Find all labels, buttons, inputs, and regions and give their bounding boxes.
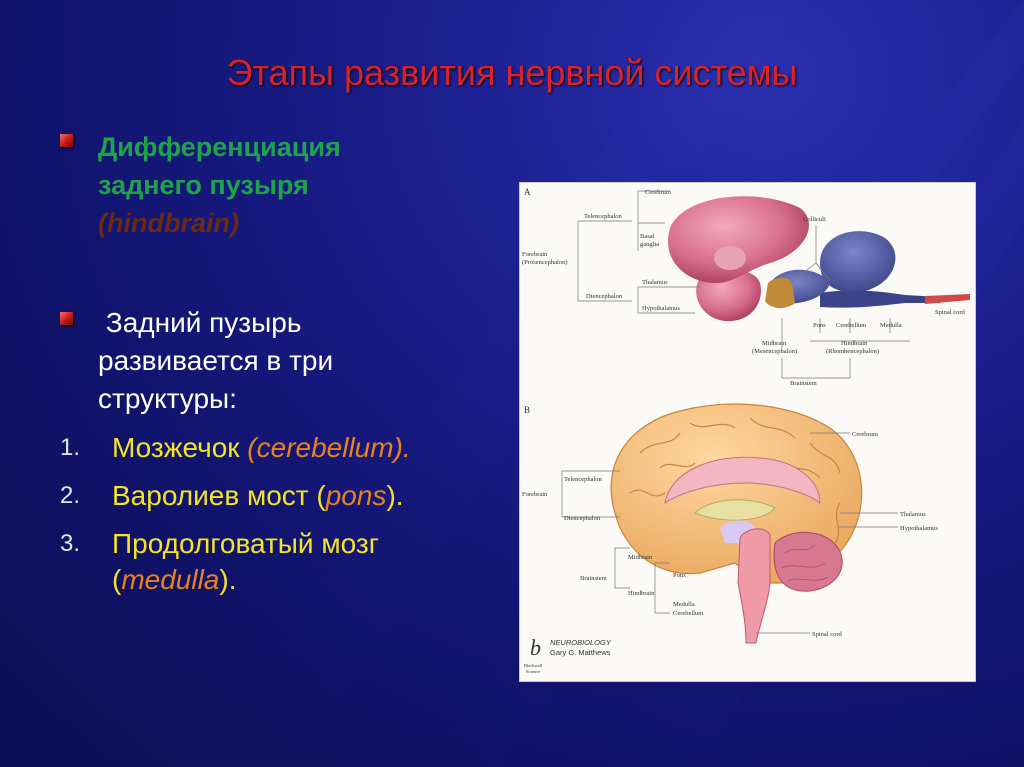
label-rhombencephalon: (Rhombencephalon) <box>826 348 879 355</box>
label-cerebellum-b: Cerebellum <box>673 610 703 617</box>
credit-title: NEUROBIOLOGY <box>550 638 612 647</box>
label-hypothalamus-b: Hypothalamus <box>900 525 938 532</box>
publisher-logo: b Blackwell Science <box>524 635 543 674</box>
label-hindbrain-a: Hindbrain <box>841 340 868 347</box>
label-pons-a: Pons <box>813 322 826 329</box>
list-item-latin: (cerebellum). <box>247 432 411 463</box>
list-number: 3. <box>60 530 81 557</box>
bullet1-line2: заднего пузыря <box>98 170 309 200</box>
list-item-ru: Варолиев мост ( <box>112 480 326 511</box>
list-number: 2. <box>60 482 81 509</box>
bullet-three-structures: Задний пузырь развивается в три структур… <box>60 304 500 418</box>
bullet1-line1: Дифференциация <box>98 132 341 162</box>
label-brainstem-a: Brainstem <box>790 380 817 387</box>
brain-diagram: A Cerebrum Telencephalon Basal ganglia F… <box>522 187 970 674</box>
bullet-square-icon <box>60 134 73 147</box>
label-hindbrain-b: Hindbrain <box>628 590 655 597</box>
svg-text:Science: Science <box>526 669 540 674</box>
label-cerebrum-a: Cerebrum <box>645 189 671 196</box>
slide-title: Этапы развития нервной системы <box>226 52 798 93</box>
label-medulla-a: Medulla <box>880 322 902 329</box>
list-number: 1. <box>60 434 81 461</box>
svg-text:b: b <box>530 635 541 660</box>
panel-b-label: B <box>524 405 530 415</box>
panel-a-label: A <box>524 187 531 197</box>
label-hypothalamus-a: Hypothalamus <box>642 305 680 312</box>
label-forebrain-b: Forebrain <box>522 491 548 498</box>
bullet1-line3: (hindbrain) <box>98 208 239 238</box>
label-midbrain-b: Midbrain <box>628 554 653 561</box>
label-mesencephalon: (Mesencephalon) <box>752 348 797 355</box>
bullet2-line3: структуры: <box>98 383 237 414</box>
list-item-ru: Мозжечок <box>112 432 248 463</box>
label-diencephalon-b: Diencephalon <box>564 515 601 522</box>
label-cerebrum-b: Cerebrum <box>852 431 878 438</box>
list-item: 1. Мозжечок (cerebellum). <box>60 430 520 478</box>
label-brainstem-b: Brainstem <box>580 575 607 582</box>
label-telencephalon-b: Telencephalon <box>564 476 603 483</box>
label-midbrain-a: Midbrain <box>762 340 787 347</box>
label-thalamus-a: Thalamus <box>642 279 668 286</box>
label-diencephalon-a: Diencephalon <box>586 293 623 300</box>
bullet-hindbrain: Дифференциация заднего пузыря (hindbrain… <box>60 128 500 242</box>
list-item-paren: ( <box>112 564 122 595</box>
sagittal-brain-illustration <box>610 403 863 644</box>
list-item: 3. Продолговатый мозг (medulla). <box>60 526 520 606</box>
list-item-latin: medulla <box>121 564 220 595</box>
embryonic-brain-illustration <box>668 196 970 322</box>
label-telencephalon-a: Telencephalon <box>584 213 623 220</box>
credit-author: Gary G. Matthews <box>550 648 611 657</box>
brain-figure: A Cerebrum Telencephalon Basal ganglia F… <box>519 182 976 682</box>
list-item-ru: Продолговатый мозг <box>112 528 379 559</box>
label-colliculi: Colliculi <box>803 216 826 223</box>
label-spinal-cord-a: Spinal cord <box>935 309 966 316</box>
svg-text:Blackwell: Blackwell <box>524 663 543 668</box>
label-cerebellum-a: Cerebellum <box>836 322 866 329</box>
bullet2-line1: Задний пузырь <box>98 307 302 338</box>
list-item-tail: ). <box>386 480 404 511</box>
label-thalamus-b: Thalamus <box>900 511 926 518</box>
list-item-latin: pons <box>325 480 387 511</box>
label-medulla-b: Medulla <box>673 601 695 608</box>
label-forebrain-a: Forebrain <box>522 251 548 258</box>
bullet-square-icon <box>60 312 73 325</box>
list-item: 2. Варолиев мост (pons). <box>60 478 520 526</box>
list-item-tail: ). <box>219 564 237 595</box>
label-ganglia: ganglia <box>640 241 659 248</box>
numbered-list: 1. Мозжечок (cerebellum). 2. Варолиев мо… <box>60 430 520 606</box>
label-spinal-cord-b: Spinal cord <box>812 631 843 638</box>
bullet2-line2: развивается в три <box>98 345 334 376</box>
label-basal: Basal <box>640 233 655 240</box>
label-prosencephalon: (Prosencephalon) <box>522 259 567 266</box>
label-pons-b: Pons <box>673 572 686 579</box>
